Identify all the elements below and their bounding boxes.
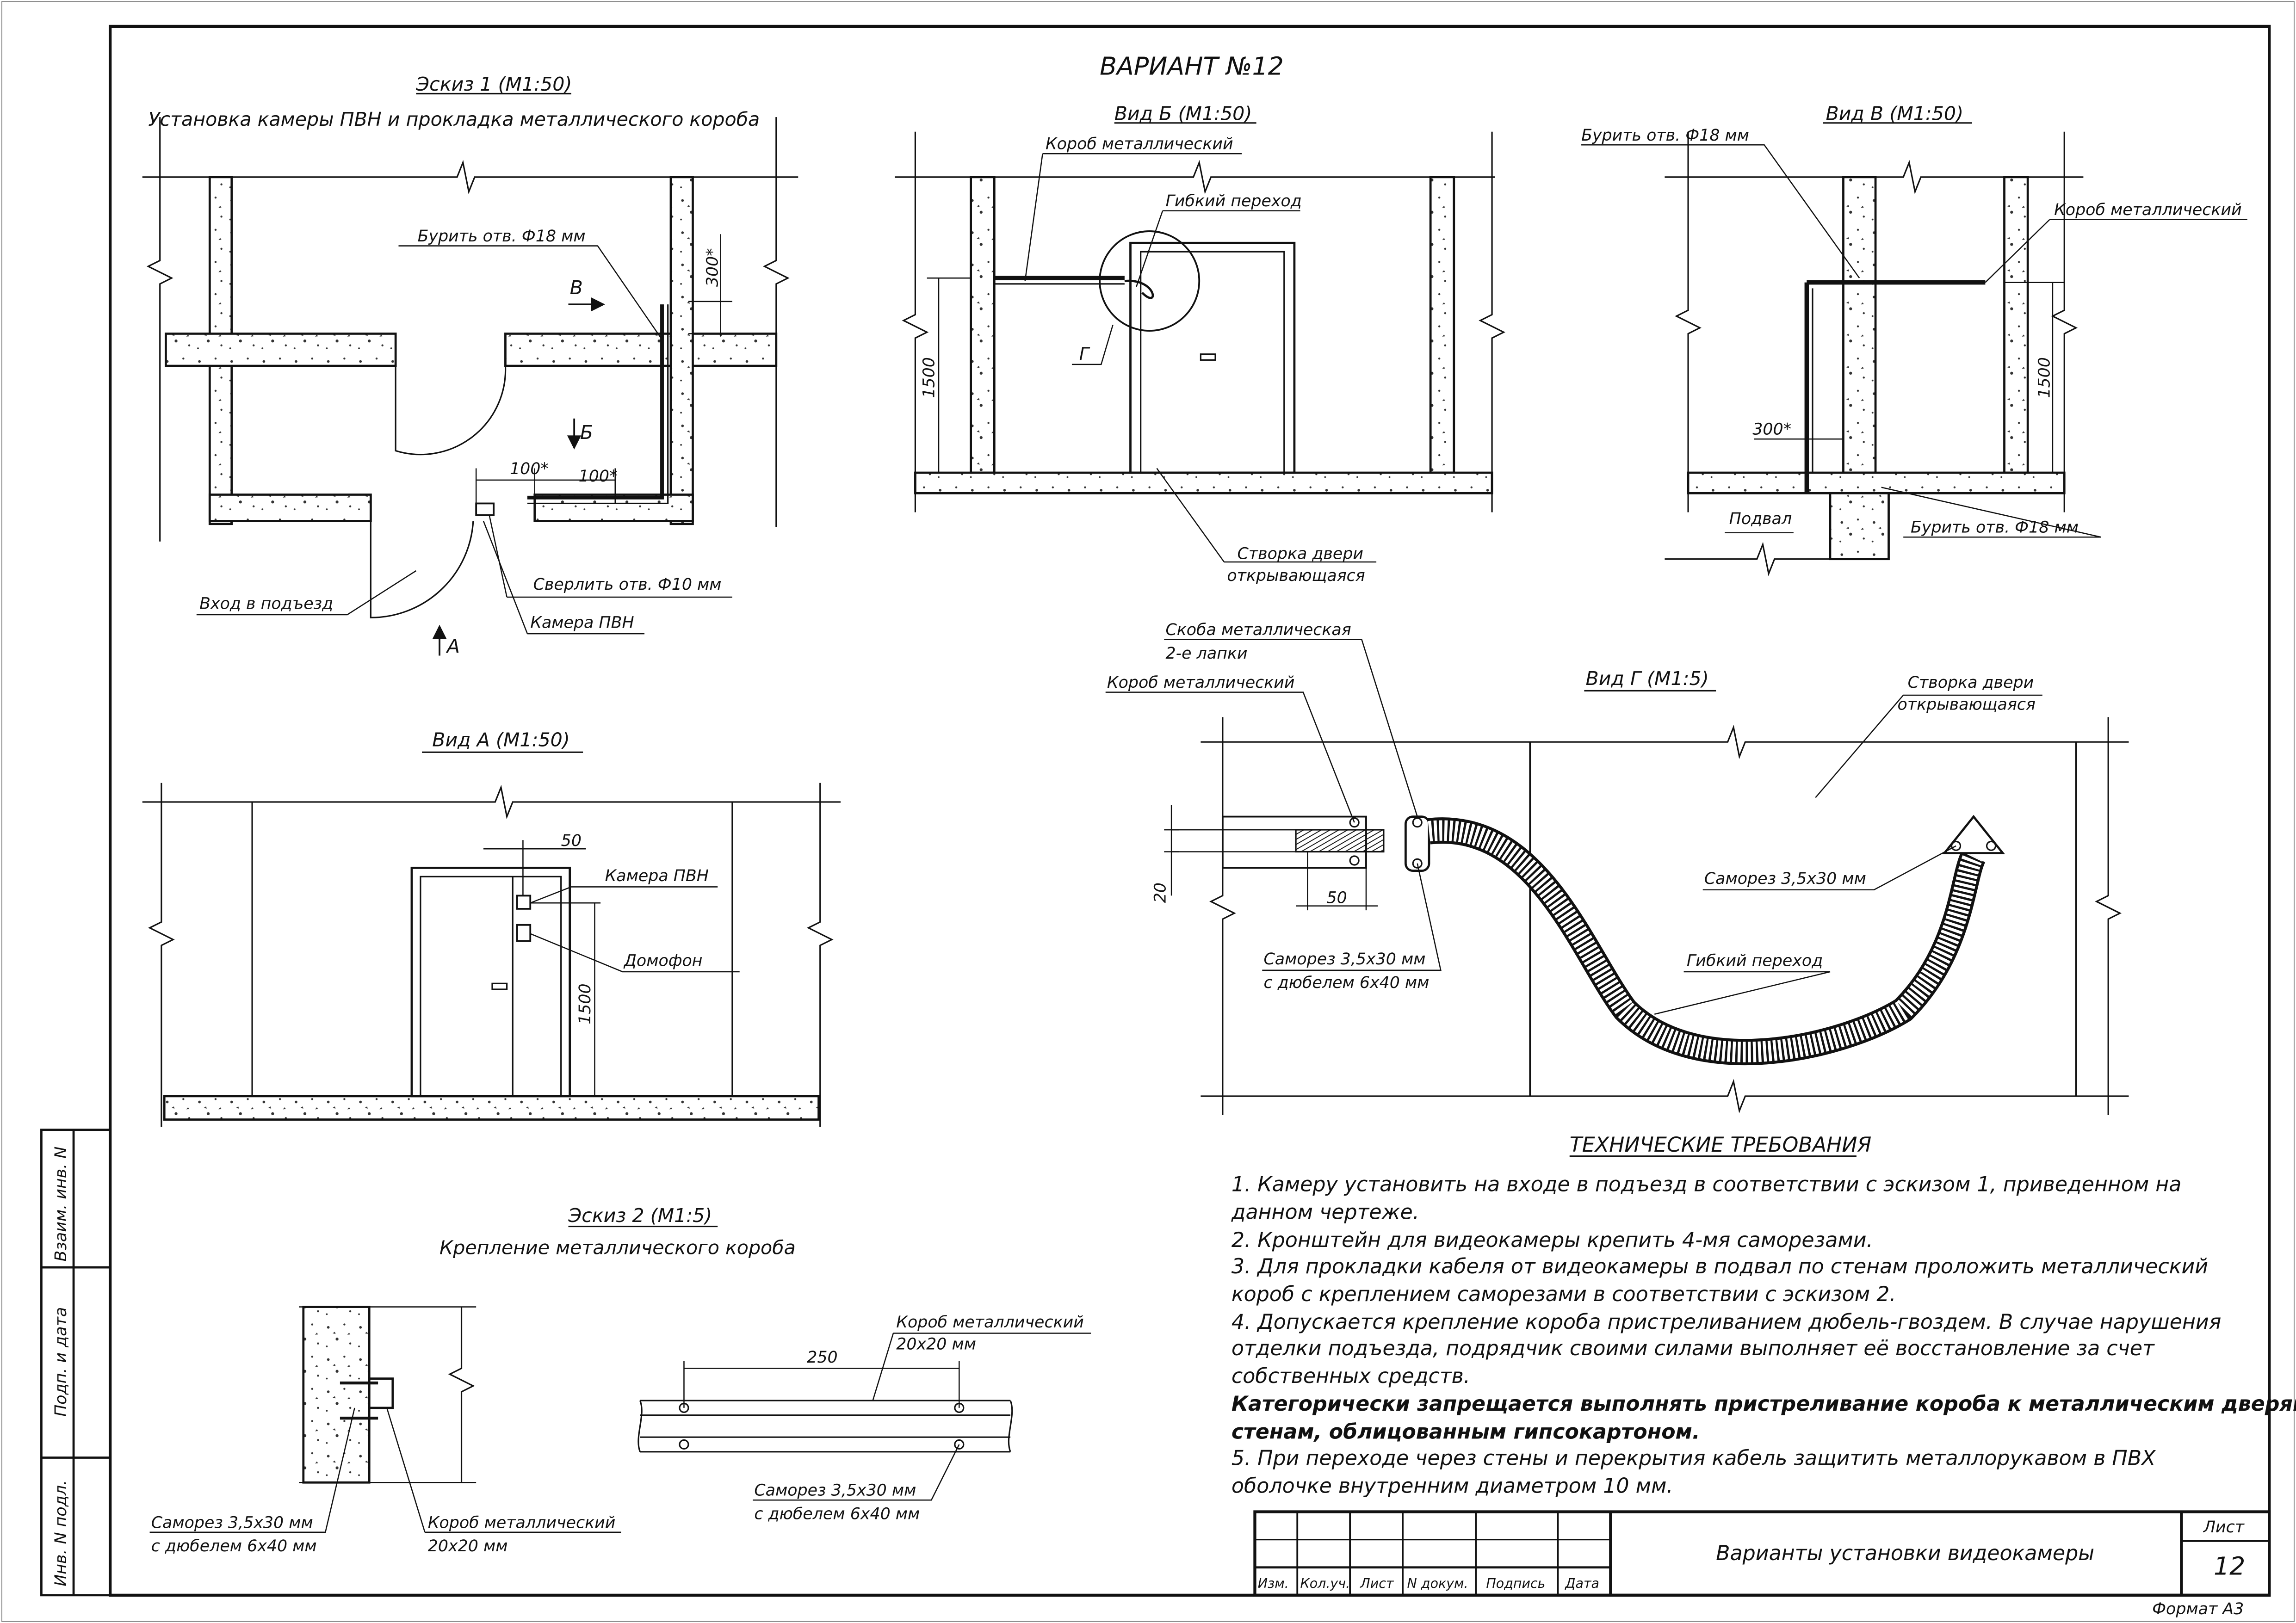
view-g-screw-dowel-2: с дюбелем 6х40 мм [1263, 974, 1429, 992]
view-b-callout: Г [1079, 344, 1090, 364]
view-g-dim20: 20 [1151, 882, 1170, 903]
texts: ВАРИАНТ №12 Эскиз 1 (М1:50) Установка ка… [52, 51, 2296, 1618]
view-g-screw-dowel-1: Саморез 3,5х30 мм [1263, 950, 1425, 969]
req-line: 5. При переходе через стены и перекрытия… [1232, 1446, 2156, 1470]
view-b-door-2: открывающаяся [1227, 567, 1365, 585]
view-g-door-2: открывающаяся [1898, 696, 2036, 714]
sketch1-dim300: 300* [703, 248, 722, 287]
format-label: Формат А3 [2152, 1600, 2244, 1618]
view-g-clamp-1: Скоба металлическая [1165, 621, 1351, 639]
sketch2-title: Эскиз 2 (М1:5) [568, 1204, 712, 1227]
req-line: 1. Камеру установить на входе в подъезд … [1232, 1173, 2182, 1197]
tb-sheet-number: 12 [2214, 1552, 2245, 1581]
view-a-dim1500: 1500 [576, 983, 594, 1024]
side-stamp-label: Инв. N подл. [52, 1480, 70, 1586]
sketch1-title: Эскиз 1 (М1:50) [415, 73, 572, 95]
sketch2-screw-right-1: Саморез 3,5х30 мм [754, 1481, 916, 1500]
view-g-clamp-2: 2-е лапки [1165, 644, 1247, 663]
view-v-basement: Подвал [1729, 510, 1792, 528]
sketch1-arrow-v: Б [580, 421, 593, 444]
tb-header: Лист [1360, 1576, 1394, 1591]
req-bold-line: Категорически запрещается выполнять прис… [1232, 1392, 2296, 1416]
sketch2-detail [149, 1225, 1091, 1533]
sketch1-dim100b: 100* [579, 467, 618, 486]
view-b-title: Вид Б (М1:50) [1114, 102, 1252, 124]
sketch2-screw-right-2: с дюбелем 6х40 мм [754, 1505, 920, 1523]
view-a-dim50: 50 [561, 832, 582, 850]
view-b-dim1500: 1500 [920, 357, 939, 398]
view-a-camera: Камера ПВН [605, 867, 709, 885]
view-a-intercom: Домофон [623, 951, 703, 970]
sketch1-arrow-b: В [570, 277, 583, 299]
tb-doc-name: Варианты установки видеокамеры [1716, 1542, 2094, 1565]
req-line: оболочке внутренним диаметром 10 мм. [1232, 1474, 1673, 1498]
tb-header: Дата [1564, 1576, 1599, 1591]
view-b-flex: Гибкий переход [1165, 192, 1301, 210]
req-line: короб с креплением саморезами в соответс… [1232, 1283, 1896, 1306]
sketch2-duct-2: 20х20 мм [896, 1335, 976, 1353]
req-line: 2. Кронштейн для видеокамеры крепить 4-м… [1232, 1228, 1873, 1252]
req-line: отделки подъезда, подрядчик своими силам… [1232, 1337, 2155, 1360]
sketch2-duct-1: Короб металлический [896, 1313, 1084, 1332]
tb-header: Изм. [1258, 1576, 1289, 1591]
tb-header: Подпись [1486, 1576, 1545, 1591]
view-a-title: Вид А (М1:50) [432, 729, 570, 751]
sketch2-duct-left-2: 20х20 мм [428, 1537, 508, 1555]
view-b-elevation [895, 122, 1505, 563]
req-line: 4. Допускается крепление короба пристрел… [1232, 1310, 2222, 1334]
view-b-door-1: Створка двери [1238, 545, 1364, 563]
requirements-title: ТЕХНИЧЕСКИЕ ТРЕБОВАНИЯ [1570, 1133, 1871, 1157]
tb-header: Кол.уч. [1300, 1576, 1350, 1591]
view-g-door-1: Створка двери [1908, 673, 2034, 692]
side-stamp [40, 1129, 111, 1597]
view-g-screw-top: Саморез 3,5х30 мм [1704, 870, 1866, 888]
view-g-detail [1105, 639, 2129, 1116]
sketch2-subtitle: Крепление металлического короба [439, 1237, 796, 1259]
view-g-dim50: 50 [1327, 889, 1347, 907]
sketch2-screw-left-1: Саморез 3,5х30 мм [151, 1513, 313, 1532]
title-block [1253, 1510, 2271, 1597]
view-v-drill-bottom: Бурить отв. Ф18 мм [1911, 518, 2079, 537]
view-v-drill-top: Бурить отв. Ф18 мм [1581, 126, 1749, 145]
view-v-elevation [1581, 122, 2247, 576]
sketch1-drill18: Бурить отв. Ф18 мм [418, 227, 586, 246]
sketch1-entrance: Вход в подъезд [199, 594, 333, 613]
req-line: данном чертеже. [1231, 1201, 1419, 1224]
view-v-dim1500: 1500 [2036, 357, 2054, 398]
req-line: собственных средств. [1232, 1364, 1470, 1388]
req-bold-line: стенам, облицованным гипсокартоном. [1232, 1420, 1700, 1444]
view-v-duct: Короб металлический [2054, 201, 2242, 219]
tb-sheet-label: Лист [2203, 1518, 2245, 1537]
view-v-title: Вид В (М1:50) [1826, 102, 1963, 124]
sheet-title: ВАРИАНТ №12 [1100, 51, 1284, 80]
view-v-dim300: 300* [1752, 420, 1791, 439]
sketch1-subtitle: Установка камеры ПВН и прокладка металли… [148, 108, 760, 130]
view-g-title: Вид Г (М1:5) [1586, 667, 1709, 690]
sketch1-drill10: Сверлить отв. Ф10 мм [533, 575, 722, 594]
sketch2-screw-left-2: с дюбелем 6х40 мм [151, 1537, 317, 1555]
sketch2-dim250: 250 [807, 1348, 837, 1367]
sketch1-plan [142, 93, 798, 656]
sketch1-camera: Камера ПВН [530, 613, 634, 632]
view-g-flex: Гибкий переход [1687, 951, 1823, 970]
view-b-duct: Короб металлический [1046, 135, 1233, 154]
side-stamp-label: Подп. и дата [52, 1307, 70, 1417]
tb-header: N докум. [1407, 1576, 1468, 1591]
side-stamp-label: Взаим. инв. N [52, 1147, 70, 1262]
req-line: 3. Для прокладки кабеля от видеокамеры в… [1232, 1255, 2208, 1278]
view-g-duct: Короб металлический [1107, 673, 1295, 692]
sketch1-dim100a: 100* [510, 460, 549, 478]
view-a-elevation [142, 751, 841, 1127]
sketch2-duct-left-1: Короб металлический [428, 1513, 616, 1532]
sketch1-arrow-a: А [446, 635, 460, 657]
